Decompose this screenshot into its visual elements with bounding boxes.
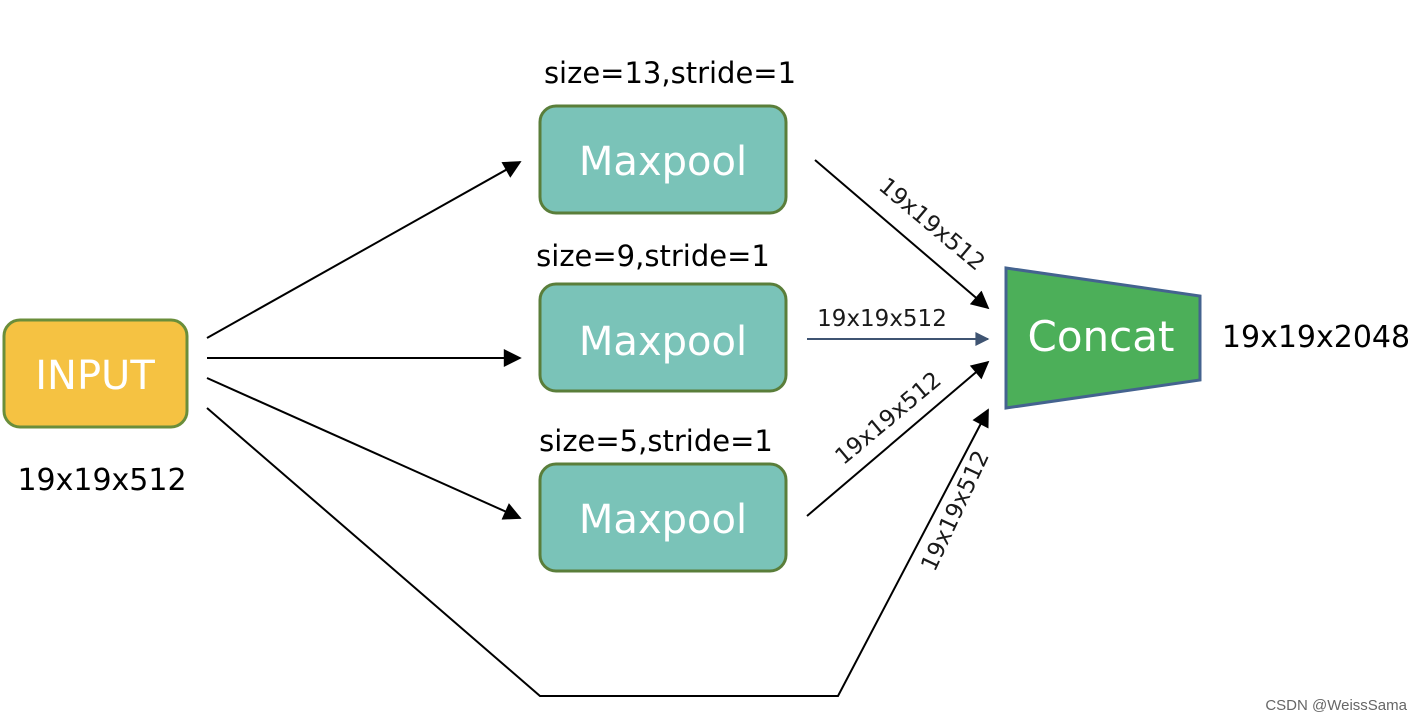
concat-shape-label: 19x19x2048 [1222,320,1410,355]
edge-skip-to-concat [206,407,989,697]
maxpool-5-params: size=5,stride=1 [539,424,773,458]
input-box [2,318,189,429]
input-shape-label: 19x19x512 [17,463,186,498]
maxpool-node-5: Maxpool [538,462,788,573]
concat-node: Concat [1004,266,1202,410]
maxpool-5-box [538,462,788,573]
edge-maxpool-5-to-concat [806,360,990,517]
input-label: INPUT [35,353,155,399]
concat-label: Concat [1028,312,1175,361]
maxpool-9-params: size=9,stride=1 [536,239,770,273]
maxpool-13-params: size=13,stride=1 [544,56,796,90]
maxpool-5-label: Maxpool [579,497,747,543]
edge-input-to-maxpool-5 [206,377,522,520]
maxpool-node-9: Maxpool [538,282,788,393]
maxpool-13-label: Maxpool [579,139,747,185]
input-node: INPUT [2,318,189,429]
edge-label-maxpool-5: 19x19x512 [830,367,946,470]
watermark: CSDN @WeissSama [1265,697,1407,714]
maxpool-13-box [538,104,788,215]
edge-label-skip: 19x19x512 [916,447,994,575]
concat-shape [1004,266,1202,410]
maxpool-9-box [538,282,788,393]
edge-maxpool-13-to-concat [814,159,990,310]
edge-input-to-maxpool-13 [206,161,522,339]
maxpool-9-label: Maxpool [579,319,747,365]
edge-label-maxpool-9: 19x19x512 [817,306,947,332]
maxpool-node-13: Maxpool [538,104,788,215]
